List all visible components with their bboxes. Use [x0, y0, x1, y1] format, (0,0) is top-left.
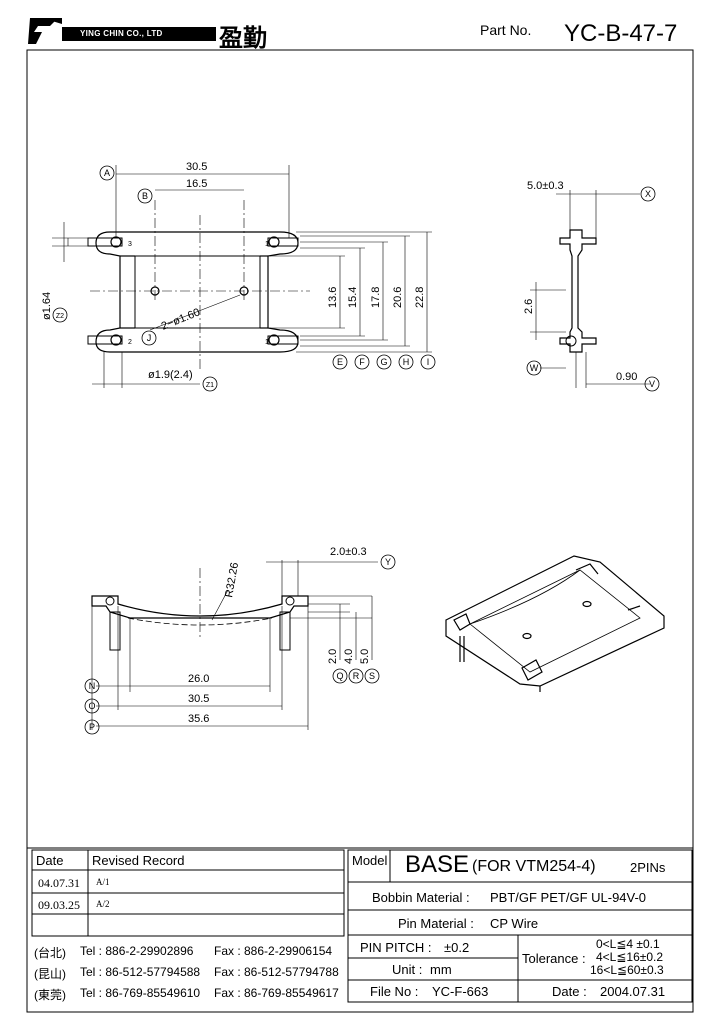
- dim-v-13-6: 13.6: [327, 287, 339, 308]
- dim-side-0-9: 0.90: [616, 371, 637, 383]
- dim-front-2: 2.0±0.3: [330, 546, 367, 558]
- marker-g: G: [380, 357, 387, 367]
- tolerance-label: Tolerance :: [522, 951, 586, 966]
- marker-z1: Z1: [206, 382, 214, 389]
- marker-v: V: [649, 379, 655, 389]
- marker-n: N: [89, 681, 96, 691]
- marker-z2: Z2: [56, 313, 64, 320]
- part-no-label: Part No.: [480, 22, 532, 38]
- dim-front-v-4: 4.0: [343, 649, 355, 664]
- marker-p: P: [89, 722, 95, 732]
- pin-pitch-label: PIN PITCH :: [360, 940, 432, 955]
- dim-front-v-5: 5.0: [359, 649, 371, 664]
- unit-label: Unit :: [392, 962, 423, 977]
- rev-row-record: A/2: [96, 899, 110, 909]
- marker-y: Y: [385, 557, 391, 567]
- marker-i: I: [427, 357, 430, 367]
- file-no-value: YC-F-663: [432, 984, 489, 999]
- tolerance-row: 16<L≦60±0.3: [590, 963, 664, 977]
- company-name-cn: 盈勤: [219, 24, 267, 52]
- pin-material-label: Pin Material :: [398, 916, 474, 931]
- contact-fax: Fax : 86-769-85549617: [214, 986, 339, 1000]
- contact-fax: Fax : 86-512-57794788: [214, 965, 339, 979]
- top-view: [87, 231, 299, 353]
- model-label: Model: [352, 853, 388, 868]
- contact-tel: Tel : 86-769-85549610: [80, 986, 201, 1000]
- marker-x: X: [645, 189, 651, 199]
- sheet-border: [26, 49, 694, 1013]
- marker-o: O: [88, 701, 95, 711]
- marker-f: F: [359, 357, 365, 367]
- model-suffix: (FOR VTM254-4): [472, 858, 596, 875]
- marker-j: J: [147, 333, 152, 343]
- bobbin-material-value: PBT/GF PET/GF UL-94V-0: [490, 890, 647, 905]
- marker-e: E: [337, 357, 343, 367]
- dim-v-22-8: 22.8: [414, 287, 426, 308]
- pin-number: 3: [128, 241, 132, 248]
- dim-side-5: 5.0±0.3: [527, 180, 564, 192]
- side-view: [559, 229, 597, 353]
- tolerance-row: 4<L≦16±0.2: [596, 950, 664, 964]
- company-logo: [28, 18, 216, 44]
- dim-front-30-5: 30.5: [188, 693, 209, 705]
- part-no-value: YC-B-47-7: [564, 20, 678, 47]
- dim-v-17-8: 17.8: [370, 287, 382, 308]
- marker-r: R: [353, 671, 360, 681]
- dim-pin-dia: ø1.64: [41, 292, 53, 320]
- date-value: 2004.07.31: [600, 984, 666, 999]
- dim-front-26: 26.0: [188, 673, 209, 685]
- dim-front-v-2: 2.0: [327, 649, 339, 664]
- contact-office: (台北): [34, 946, 66, 960]
- model-name: BASE: [405, 851, 470, 878]
- dim-top-16-5: 16.5: [186, 178, 207, 190]
- marker-h: H: [403, 357, 410, 367]
- pin-pitch-value: ±0.2: [444, 940, 470, 955]
- marker-b: B: [142, 191, 148, 201]
- dim-v-20-6: 20.6: [392, 287, 404, 308]
- rev-header-record: Revised Record: [92, 853, 185, 868]
- contact-tel: Tel : 886-2-29902896: [80, 944, 194, 958]
- rev-header-date: Date: [36, 853, 64, 868]
- rev-row-date: 04.07.31: [38, 876, 80, 890]
- dim-v-15-4: 15.4: [347, 287, 359, 308]
- dim-top-30-5: 30.5: [186, 161, 207, 173]
- pin-number: 2: [128, 339, 132, 346]
- dim-front-35-6: 35.6: [188, 713, 209, 725]
- marker-a: A: [104, 168, 110, 178]
- pin-material-value: CP Wire: [490, 916, 539, 931]
- pin-count: 2PINs: [630, 860, 666, 875]
- company-name-en: YING CHIN CO., LTD: [80, 29, 163, 38]
- date-label: Date :: [552, 984, 587, 999]
- contact-fax: Fax : 886-2-29906154: [214, 944, 333, 958]
- contact-tel: Tel : 86-512-57794588: [80, 965, 201, 979]
- dim-pin-hole: ø1.9(2.4): [148, 369, 193, 381]
- rev-row-date: 09.03.25: [38, 898, 80, 912]
- marker-q: Q: [336, 671, 343, 681]
- bobbin-material-label: Bobbin Material :: [372, 890, 470, 905]
- rev-row-record: A/1: [96, 877, 110, 887]
- unit-value: mm: [430, 962, 452, 977]
- isometric-view: [445, 555, 665, 692]
- pin-number: 1: [265, 339, 269, 346]
- contact-office: (東莞): [34, 988, 66, 1002]
- contact-office: (昆山): [34, 967, 66, 981]
- dim-side-2-6: 2.6: [523, 299, 535, 314]
- marker-s: S: [369, 671, 375, 681]
- marker-w: W: [530, 363, 539, 373]
- tolerance-row: 0<L≦4 ±0.1: [596, 937, 660, 951]
- file-no-label: File No :: [370, 984, 419, 999]
- pin-number: 1: [265, 241, 269, 248]
